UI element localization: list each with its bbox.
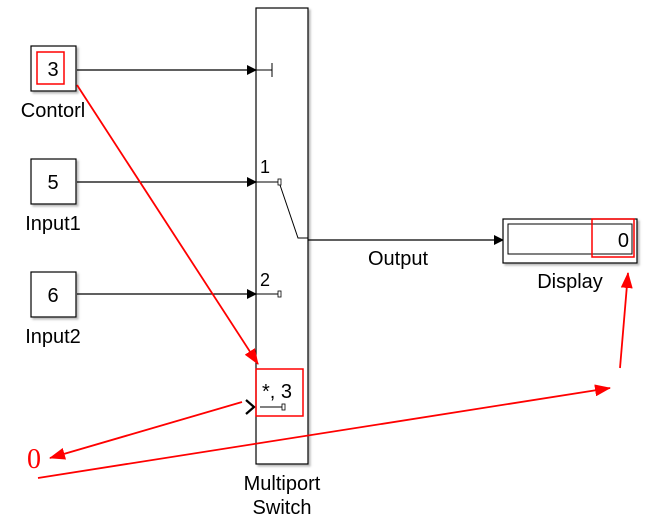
display-block[interactable]: 0 bbox=[502, 218, 638, 264]
control-value-highlight bbox=[36, 51, 65, 85]
annotation-arrow-zero-to-display bbox=[37, 384, 611, 479]
input2-constant-block[interactable]: 6 bbox=[30, 271, 77, 318]
annotation-arrow-control-to-default bbox=[76, 84, 259, 365]
annotation-default-value: 0 bbox=[27, 444, 41, 475]
input1-constant-block[interactable]: 5 bbox=[30, 158, 77, 205]
display-value: 0 bbox=[618, 230, 629, 252]
display-label: Display bbox=[537, 271, 603, 293]
switch-lever bbox=[279, 184, 308, 239]
default-port-chevron-icon bbox=[245, 399, 256, 415]
input2-value: 6 bbox=[47, 285, 58, 307]
annotation-arrow-to-zero bbox=[49, 401, 243, 460]
control-constant-block[interactable]: 3 bbox=[30, 45, 77, 92]
control-port-stub bbox=[256, 63, 273, 77]
switch-label-line1: Multiport bbox=[244, 473, 321, 495]
input1-label: Input1 bbox=[25, 213, 81, 235]
control-label: Contorl bbox=[21, 100, 85, 122]
input2-label: Input2 bbox=[25, 326, 81, 348]
default-port-highlight bbox=[255, 368, 304, 417]
display-value-highlight bbox=[591, 218, 635, 258]
control-value: 3 bbox=[47, 59, 58, 81]
port2-label: 2 bbox=[260, 270, 270, 290]
default-port-label: *, 3 bbox=[262, 381, 292, 403]
multiport-switch-block[interactable]: 1 2 *, 3 bbox=[245, 7, 309, 465]
annotation-arrow-up-to-display bbox=[619, 272, 633, 369]
switch-label-line2: Switch bbox=[253, 497, 312, 519]
input1-value: 5 bbox=[47, 172, 58, 194]
port1-label: 1 bbox=[260, 157, 270, 177]
output-signal-label: Output bbox=[368, 248, 428, 270]
